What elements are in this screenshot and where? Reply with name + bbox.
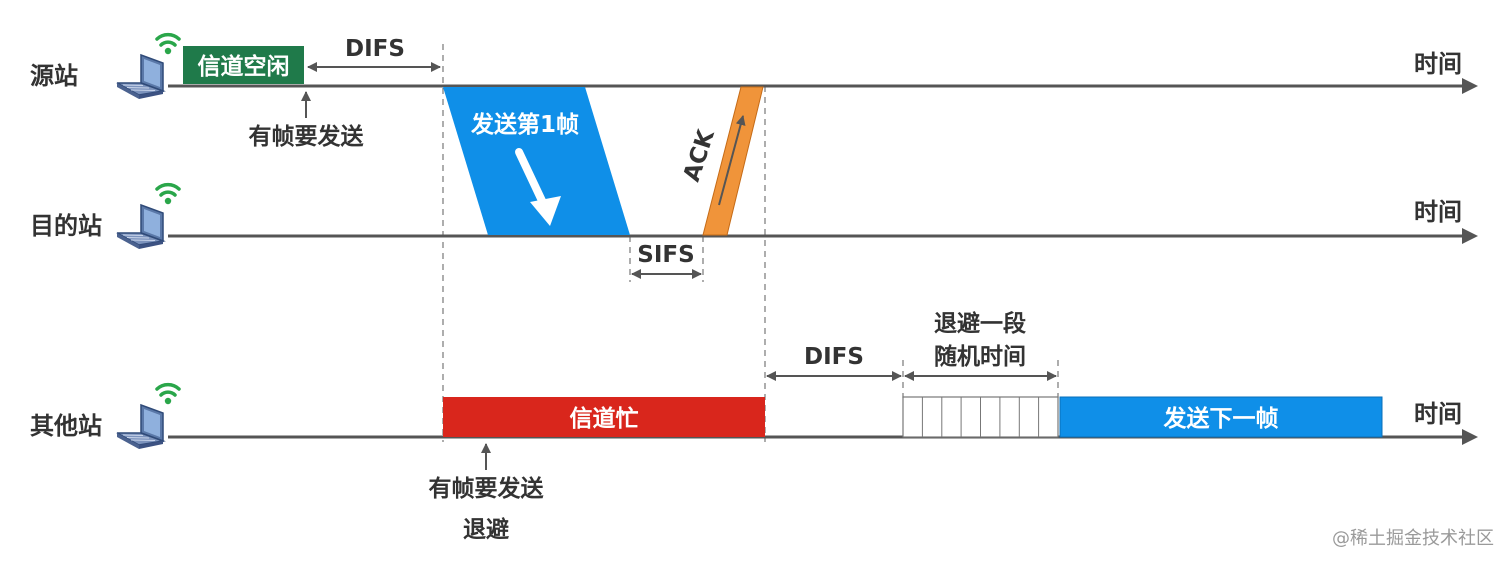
ack-label: ACK <box>679 126 720 185</box>
difs-top-label: DIFS <box>345 36 405 62</box>
send-next-frame-label: 发送下一帧 <box>1163 405 1279 432</box>
watermark: @稀土掘金技术社区 <box>1332 528 1494 549</box>
sifs-label: SIFS <box>637 242 694 268</box>
send-next-frame-box <box>1059 396 1383 438</box>
time-label: 时间 <box>1414 400 1462 428</box>
laptop-wifi-icon <box>115 32 181 101</box>
laptop-wifi-icon <box>115 182 181 251</box>
frame-direction-arrowhead-icon <box>530 196 561 226</box>
channel-idle-box <box>183 46 304 84</box>
laptop-wifi-icon <box>115 382 181 451</box>
has-frame-bottom-label: 有帧要发送 <box>429 475 544 502</box>
backoff-label: 退避 <box>463 516 509 543</box>
station-label-source: 源站 <box>30 62 78 90</box>
channel-idle-label: 信道空闲 <box>198 53 290 80</box>
frame-direction-arrow-icon <box>515 148 548 209</box>
has-frame-top-label: 有帧要发送 <box>249 123 364 150</box>
difs-bottom-label: DIFS <box>804 344 864 370</box>
frame-1-transmission <box>443 87 630 235</box>
random-backoff-label-line2: 随机时间 <box>934 343 1026 370</box>
channel-busy-label: 信道忙 <box>570 405 639 432</box>
time-label: 时间 <box>1414 198 1462 226</box>
time-label: 时间 <box>1414 50 1462 78</box>
channel-busy-box <box>443 397 765 437</box>
station-label-dest: 目的站 <box>30 212 102 240</box>
backoff-slots <box>902 396 1059 438</box>
random-backoff-label-line1: 退避一段 <box>934 310 1026 337</box>
station-label-other: 其他站 <box>30 412 102 440</box>
ack-transmission <box>702 86 764 236</box>
send-first-frame-label: 发送第1帧 <box>470 111 579 138</box>
ack-direction-arrow-icon <box>718 115 746 206</box>
